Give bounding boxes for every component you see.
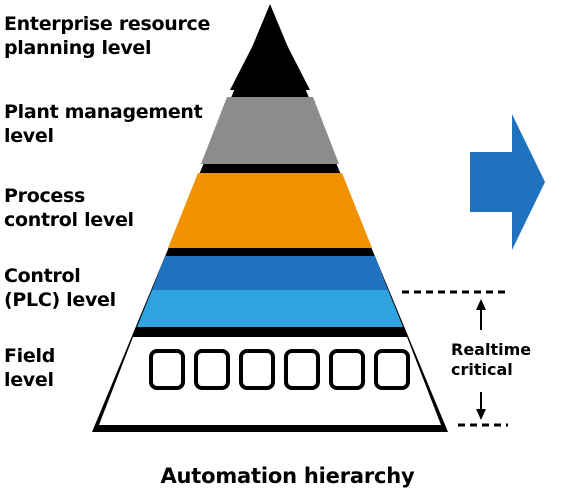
label-plant-line1: Plant management: [4, 101, 203, 123]
tier-control-upper: [152, 256, 388, 290]
field-device: [284, 349, 320, 390]
label-process-line2: control level: [4, 209, 134, 231]
tier-plant-management: [201, 97, 339, 164]
realtime-down-arrowhead: [476, 409, 486, 420]
diagram-caption: Automation hierarchy: [160, 464, 415, 488]
label-erp-level: Enterprise resource planning level: [4, 12, 210, 60]
label-control-plc-level: Control (PLC) level: [4, 264, 116, 312]
field-device: [149, 349, 185, 390]
label-field-line2: level: [4, 369, 54, 391]
field-device: [329, 349, 365, 390]
label-plant-management-level: Plant management level: [4, 100, 203, 148]
tier-erp: [230, 12, 310, 90]
field-device: [194, 349, 230, 390]
realtime-critical-label: Realtime critical: [451, 340, 532, 380]
field-device: [239, 349, 275, 390]
label-field-line1: Field: [4, 345, 55, 367]
realtime-line2: critical: [451, 360, 513, 379]
label-control-line2: (PLC) level: [4, 289, 116, 311]
label-control-line1: Control: [4, 265, 81, 287]
tier-process-control: [168, 173, 372, 248]
label-field-level: Field level: [4, 344, 55, 392]
label-erp-line1: Enterprise resource: [4, 13, 211, 35]
label-process-control-level: Process control level: [4, 184, 134, 232]
right-arrow-icon: [470, 114, 545, 250]
realtime-up-arrowhead: [476, 299, 486, 310]
tier-control-lower: [137, 290, 403, 327]
label-erp-line2: planning level: [4, 37, 152, 59]
label-process-line1: Process: [4, 185, 86, 207]
field-device: [374, 349, 410, 390]
label-plant-line2: level: [4, 125, 54, 147]
realtime-line1: Realtime: [451, 340, 532, 359]
